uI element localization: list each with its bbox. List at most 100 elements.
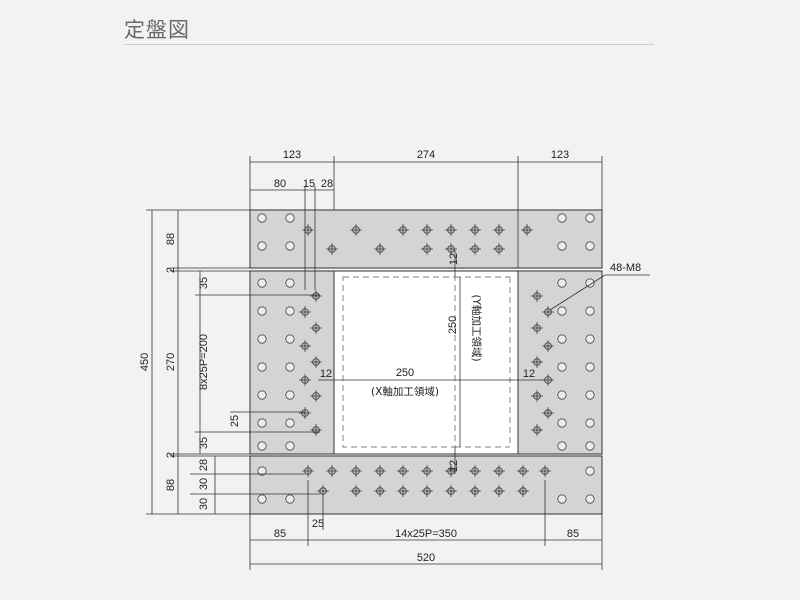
tapped-hole-m8 [310, 322, 322, 334]
through-hole [285, 441, 295, 451]
tapped-hole-m8 [469, 224, 481, 236]
through-hole [285, 306, 295, 316]
tapped-hole-m8 [493, 465, 505, 477]
hole-pattern [257, 213, 595, 504]
tapped-hole-m8 [542, 407, 554, 419]
tapped-hole-m8 [310, 390, 322, 402]
tapped-hole-m8 [531, 390, 543, 402]
plate-bottom-band [249, 455, 603, 515]
tapped-hole-m8 [310, 356, 322, 368]
through-hole [585, 418, 595, 428]
dim-left-bottom-band: 88 [165, 479, 177, 491]
work-area-margin-bottom: 12 [448, 460, 460, 472]
dim-inner-offset-top: 35 [198, 277, 210, 289]
through-hole [557, 441, 567, 451]
through-hole [585, 241, 595, 251]
tapped-hole-m8 [531, 322, 543, 334]
work-area-y-label: (Y軸加工領域) [470, 294, 483, 361]
work-area-y-value: 250 [447, 316, 459, 334]
tapped-hole-m8 [531, 424, 543, 436]
tapped-hole-m8 [326, 465, 338, 477]
through-hole [585, 278, 595, 288]
tapped-hole-m8 [469, 485, 481, 497]
dim-left-gap-bottom: 2 [165, 452, 177, 458]
dim-inner-hole-offset: 25 [229, 415, 241, 427]
hole-callout: 48-M8 [610, 262, 641, 274]
dim-left-total: 450 [139, 353, 151, 371]
through-hole [257, 213, 267, 223]
work-area-margin-top: 12 [448, 253, 460, 265]
tapped-hole-m8 [469, 465, 481, 477]
through-hole [585, 466, 595, 476]
dim-bottom-sub: 25 [312, 518, 324, 530]
dim-left-top-band: 88 [165, 233, 177, 245]
tapped-hole-m8 [517, 465, 529, 477]
tapped-hole-m8 [493, 224, 505, 236]
through-hole [585, 441, 595, 451]
tapped-hole-m8 [299, 374, 311, 386]
through-hole [285, 278, 295, 288]
dim-top-middle: 274 [417, 149, 435, 161]
tapped-hole-m8 [542, 340, 554, 352]
work-area-dashed [342, 276, 456, 448]
page-title: 定盤図 [124, 18, 190, 42]
tapped-hole-m8 [539, 465, 551, 477]
work-area-x-label: (X軸加工領域) [371, 385, 439, 398]
through-hole [285, 362, 295, 372]
tapped-hole-m8 [397, 465, 409, 477]
through-hole [557, 334, 567, 344]
tapped-hole-m8 [531, 290, 543, 302]
work-window [333, 270, 519, 455]
tapped-hole-m8 [317, 485, 329, 497]
tapped-hole-m8 [397, 224, 409, 236]
through-hole [257, 241, 267, 251]
through-hole [257, 441, 267, 451]
tapped-hole-m8 [421, 224, 433, 236]
through-hole [557, 241, 567, 251]
tapped-hole-m8 [350, 465, 362, 477]
tapped-hole-m8 [374, 243, 386, 255]
tapped-hole-m8 [397, 485, 409, 497]
through-hole [285, 334, 295, 344]
tapped-hole-m8 [326, 243, 338, 255]
work-area-margin-left: 12 [320, 368, 332, 380]
tapped-hole-m8 [374, 465, 386, 477]
title-divider [124, 44, 654, 45]
dim-top-sub-a: 80 [274, 178, 286, 190]
dim-bottom-pitch: 14x25P=350 [395, 528, 457, 540]
through-hole [585, 306, 595, 316]
through-hole [285, 241, 295, 251]
through-hole [585, 334, 595, 344]
through-hole [257, 278, 267, 288]
through-hole [557, 390, 567, 400]
through-hole [557, 213, 567, 223]
through-hole [257, 306, 267, 316]
tapped-hole-m8 [374, 485, 386, 497]
through-hole [557, 306, 567, 316]
dim-inner-b2: 30 [198, 478, 210, 490]
tapped-hole-m8 [445, 485, 457, 497]
dim-inner-offset-bottom: 35 [198, 437, 210, 449]
dim-top-sub-b: 15 [303, 178, 315, 190]
dim-left-gap-top: 2 [165, 267, 177, 273]
tapped-hole-m8 [302, 224, 314, 236]
tapped-hole-m8 [421, 485, 433, 497]
tapped-hole-m8 [299, 306, 311, 318]
tapped-hole-m8 [493, 485, 505, 497]
tapped-hole-m8 [350, 485, 362, 497]
dimension-lines [146, 156, 650, 570]
tapped-hole-m8 [493, 243, 505, 255]
tapped-hole-m8 [421, 243, 433, 255]
tapped-hole-m8 [299, 407, 311, 419]
through-hole [557, 362, 567, 372]
through-hole [285, 213, 295, 223]
through-hole [557, 494, 567, 504]
tapped-hole-m8 [542, 306, 554, 318]
dim-top-sub-c: 28 [321, 178, 333, 190]
tapped-hole-m8 [350, 224, 362, 236]
through-hole [285, 418, 295, 428]
work-area-x-value: 250 [396, 367, 414, 379]
through-hole [257, 362, 267, 372]
through-hole [257, 334, 267, 344]
through-hole [557, 278, 567, 288]
